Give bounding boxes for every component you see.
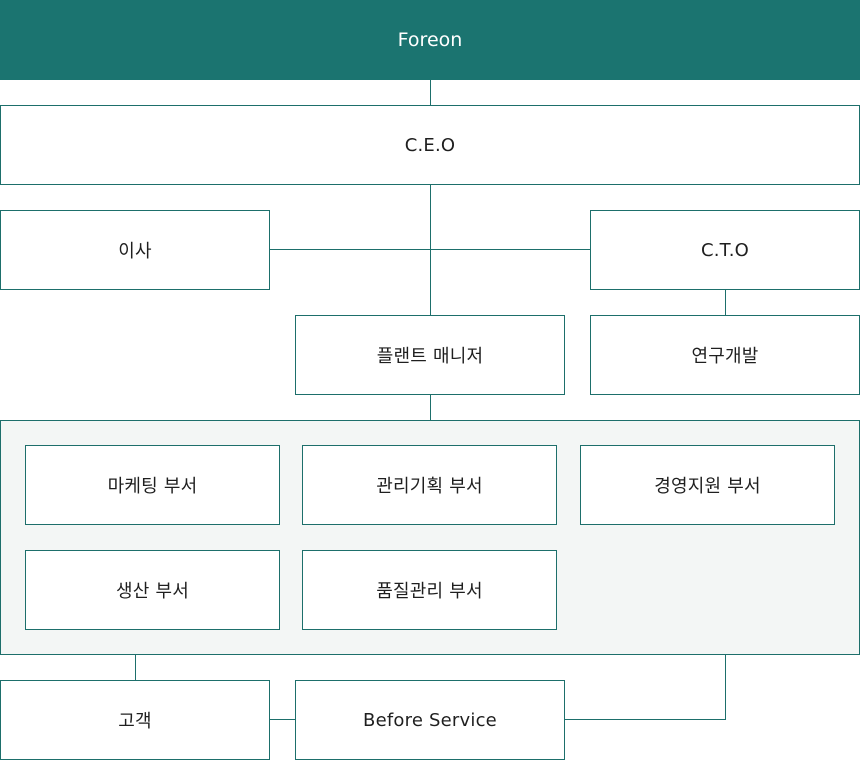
node-marketing: 마케팅 부서 [25, 445, 280, 525]
connector-before-service-right [564, 719, 726, 720]
node-director: 이사 [0, 210, 270, 290]
node-management-support: 경영지원 부서 [580, 445, 835, 525]
connector-group-customer [135, 654, 136, 680]
node-planning-label: 관리기획 부서 [376, 476, 483, 497]
org-title: Foreon [397, 29, 463, 51]
node-ceo-label: C.E.O [404, 134, 456, 156]
node-before-service: Before Service [295, 680, 565, 760]
node-rnd-label: 연구개발 [691, 346, 759, 367]
node-management-support-label: 경영지원 부서 [654, 476, 761, 497]
node-production: 생산 부서 [25, 550, 280, 630]
connector-header-ceo [430, 80, 431, 105]
node-cto: C.T.O [590, 210, 860, 290]
node-rnd: 연구개발 [590, 315, 860, 395]
node-marketing-label: 마케팅 부서 [107, 476, 198, 497]
connector-plant-group [430, 394, 431, 420]
node-quality-label: 품질관리 부서 [376, 581, 483, 602]
connector-director-cto [269, 249, 590, 250]
node-plant-manager-label: 플랜트 매니저 [376, 346, 484, 367]
node-customer-label: 고객 [118, 711, 152, 732]
node-before-service-label: Before Service [363, 709, 497, 731]
connector-cto-rnd [725, 289, 726, 315]
node-production-label: 생산 부서 [116, 581, 189, 602]
connector-customer-before-service [269, 719, 295, 720]
node-director-label: 이사 [118, 241, 152, 262]
node-quality: 품질관리 부서 [302, 550, 557, 630]
node-customer: 고객 [0, 680, 270, 760]
org-header: Foreon [0, 0, 860, 80]
connector-group-right [725, 654, 726, 720]
node-ceo: C.E.O [0, 105, 860, 185]
node-plant-manager: 플랜트 매니저 [295, 315, 565, 395]
node-planning: 관리기획 부서 [302, 445, 557, 525]
node-cto-label: C.T.O [700, 239, 750, 261]
